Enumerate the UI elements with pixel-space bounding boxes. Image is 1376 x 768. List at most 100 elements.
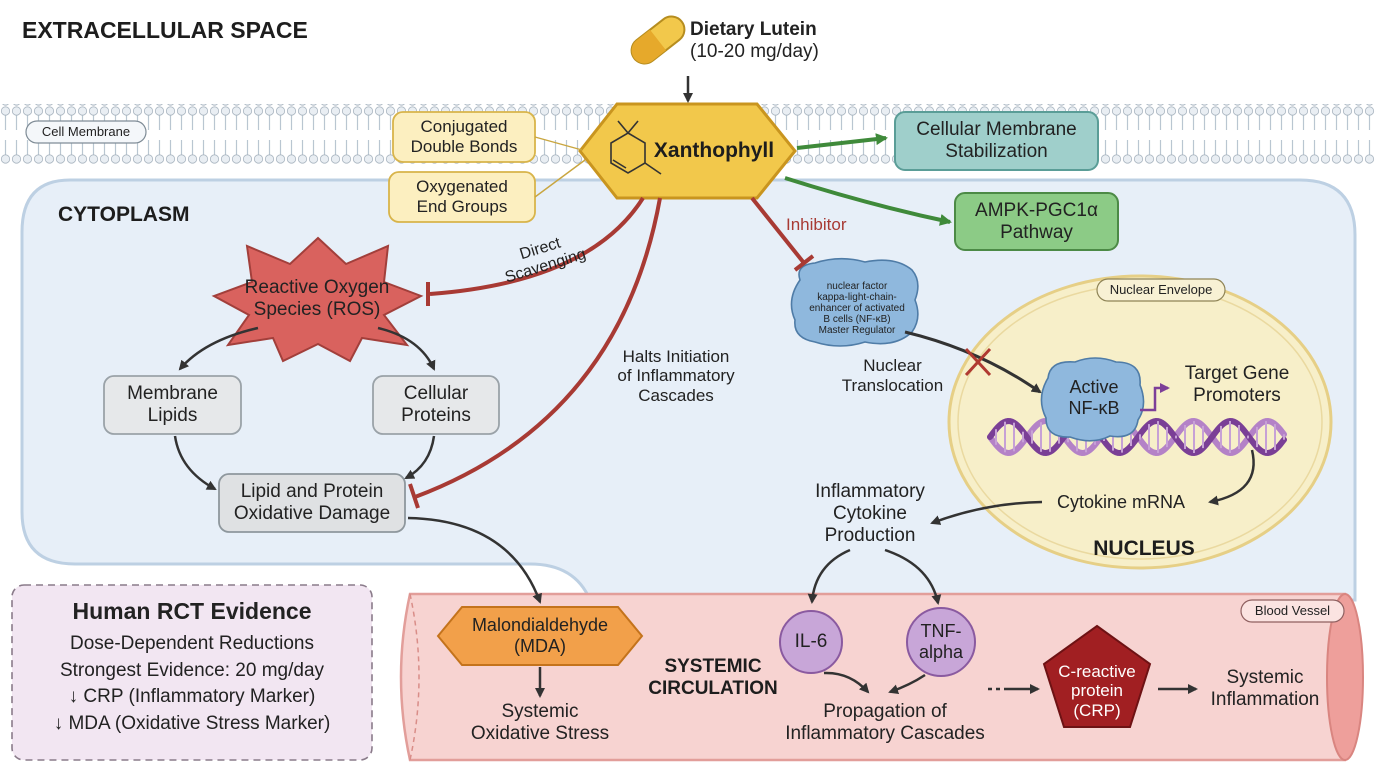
cellular-proteins-box bbox=[372, 375, 500, 435]
inhibit-nfkb bbox=[750, 196, 806, 265]
nfkb-regulator-blob bbox=[790, 257, 919, 347]
cytokine-production-line-1: Inflammatory bbox=[815, 481, 925, 503]
arrow-nuclear-translocation bbox=[904, 330, 1042, 394]
systemic-stress-line-2: Oxidative Stress bbox=[470, 723, 610, 744]
systemic-stress-text: Systemic Oxidative Stress bbox=[455, 700, 625, 746]
dna-strand-b bbox=[987, 417, 1287, 457]
crp-text: C-reactive protein (CRP) bbox=[1048, 658, 1146, 724]
evidence-line-4: ↓ MDA (Oxidative Stress Marker) bbox=[53, 712, 331, 734]
systemic-circulation-line-1: SYSTEMIC bbox=[664, 656, 762, 678]
systemic-inflammation-line-1: Systemic bbox=[1226, 667, 1304, 689]
ros-line-1: Reactive Oxygen bbox=[244, 277, 390, 299]
inhibit-bar-damage bbox=[408, 483, 420, 509]
halts-initiation-line-1: Halts Initiation bbox=[622, 346, 730, 366]
propagation-line-1: Propagation of bbox=[823, 701, 947, 723]
arrow-dna-to-mrna bbox=[1208, 449, 1255, 506]
mda-line-1: Malondialdehyde bbox=[471, 615, 609, 636]
membrane-stabilization-line-2: Stabilization bbox=[945, 141, 1048, 162]
cytokine-production-line-3: Production bbox=[824, 524, 916, 546]
active-nfkb-blob bbox=[1040, 357, 1145, 442]
cytoplasm-label: CYTOPLASM bbox=[58, 202, 190, 226]
inhibit-halts-initiation bbox=[414, 197, 662, 499]
feature-connector-2 bbox=[534, 159, 586, 198]
arrow-mrna-to-production bbox=[930, 500, 1043, 525]
halts-initiation-line-3: Cascades bbox=[638, 385, 714, 405]
il6-circle bbox=[779, 610, 843, 674]
systemic-stress-line-1: Systemic bbox=[501, 701, 579, 723]
arrow-tnf-to-propagation bbox=[888, 673, 926, 695]
nfkb-regulator-text: nuclear factor kappa-light-chain- enhanc… bbox=[796, 272, 918, 344]
inhibit-direct-scavenging bbox=[429, 196, 645, 296]
ros-line-2: Species (ROS) bbox=[253, 299, 381, 320]
propagation-text: Propagation of Inflammatory Cascades bbox=[772, 700, 998, 746]
tnf-text: TNF- alpha bbox=[907, 618, 975, 666]
mda-hexagon bbox=[436, 606, 644, 666]
ros-text: Reactive Oxygen Species (ROS) bbox=[222, 274, 412, 324]
halts-initiation-line-2: of Inflammatory bbox=[617, 366, 735, 386]
feature-groups-line-1: Oxygenated bbox=[416, 177, 508, 197]
oxidative-damage-line-2: Oxidative Damage bbox=[233, 503, 391, 524]
nfkb-regulator-line-3: enhancer of activated bbox=[809, 302, 905, 314]
membrane-stabilization-text: Cellular Membrane Stabilization bbox=[895, 112, 1098, 170]
dietary-lutein-name: Dietary Lutein bbox=[690, 19, 817, 41]
arrow-ros-to-lipids bbox=[178, 326, 259, 371]
oxidative-damage-line-1: Lipid and Protein bbox=[240, 481, 384, 503]
systemic-inflammation-text: Systemic Inflammation bbox=[1198, 666, 1332, 712]
vessel-opening-right bbox=[1326, 593, 1364, 761]
crp-line-2: protein bbox=[1071, 681, 1123, 701]
blood-vessel-tag bbox=[1240, 599, 1345, 623]
membrane-lipids-line-1: Membrane bbox=[127, 383, 218, 405]
cytokine-production-line-2: Cytokine bbox=[833, 503, 907, 525]
membrane-lipids-text: Membrane Lipids bbox=[104, 376, 241, 434]
feature-groups-text: Oxygenated End Groups bbox=[389, 172, 535, 222]
inhibit-bar-nfkb bbox=[793, 254, 815, 272]
evidence-title: Human RCT Evidence bbox=[72, 598, 312, 624]
systemic-circulation-label: SYSTEMIC CIRCULATION bbox=[628, 652, 798, 704]
arrow-to-ampk bbox=[784, 176, 952, 226]
cytokine-mrna-text: Cytokine mRNA bbox=[1056, 491, 1186, 512]
membrane-stabilization-line-1: Cellular Membrane bbox=[916, 119, 1077, 141]
vessel-opening-left bbox=[409, 593, 420, 761]
target-genes-line-2: Promoters bbox=[1193, 385, 1281, 406]
mda-text: Malondialdehyde (MDA) bbox=[446, 608, 634, 664]
xanthophyll-label: Xanthophyll bbox=[653, 138, 775, 162]
cellular-proteins-line-2: Proteins bbox=[401, 405, 471, 426]
active-nfkb-line-1: Active bbox=[1069, 377, 1119, 398]
nuclear-translocation-text: Nuclear Translocation bbox=[830, 354, 955, 398]
halts-initiation-label: Halts Initiation of Inflammatory Cascade… bbox=[596, 343, 756, 409]
oxidative-damage-box bbox=[218, 473, 406, 533]
blocked-translocation-x-icon bbox=[964, 347, 992, 377]
arrow-ros-to-proteins bbox=[377, 326, 436, 371]
arrow-lipids-to-damage bbox=[173, 435, 217, 491]
target-genes-line-1: Target Gene bbox=[1184, 363, 1290, 385]
pill-icon bbox=[630, 15, 686, 65]
nuclear-envelope-tag bbox=[1096, 278, 1226, 302]
propagation-line-2: Inflammatory Cascades bbox=[785, 723, 985, 744]
nfkb-regulator-line-2: kappa-light-chain- bbox=[817, 291, 897, 303]
evidence-line-2: Strongest Evidence: 20 mg/day bbox=[59, 659, 325, 681]
cellular-proteins-text: Cellular Proteins bbox=[373, 376, 499, 434]
dietary-lutein-dose: (10-20 mg/day) bbox=[690, 41, 819, 62]
arrow-production-to-tnf bbox=[884, 548, 942, 605]
systemic-circulation-line-2: CIRCULATION bbox=[648, 678, 778, 699]
inhibitor-label: Inhibitor bbox=[786, 215, 847, 235]
evidence-box bbox=[11, 584, 373, 761]
cytokine-production-text: Inflammatory Cytokine Production bbox=[795, 479, 945, 549]
ampk-text: AMPK-PGC1α Pathway bbox=[955, 193, 1118, 250]
membrane-lipids-box bbox=[103, 375, 242, 435]
feature-connector-1 bbox=[534, 136, 583, 151]
evidence-content: Human RCT Evidence Dose-Dependent Reduct… bbox=[12, 595, 372, 755]
nucleus bbox=[947, 274, 1333, 570]
nuclear-translocation-line-2: Translocation bbox=[841, 376, 944, 395]
ampk-line-1: AMPK-PGC1α bbox=[975, 199, 1098, 221]
tnf-line-2: alpha bbox=[918, 642, 964, 662]
active-nfkb-line-2: NF-κB bbox=[1068, 398, 1120, 418]
blood-vessel-tag-text: Blood Vessel bbox=[1254, 602, 1331, 618]
dietary-lutein-label: Dietary Lutein (10-20 mg/day) bbox=[690, 14, 860, 68]
tnf-circle bbox=[906, 607, 976, 677]
crp-line-3: (CRP) bbox=[1073, 700, 1121, 720]
cell-membrane-tag bbox=[25, 120, 147, 144]
arrow-damage-to-mda bbox=[407, 516, 542, 604]
